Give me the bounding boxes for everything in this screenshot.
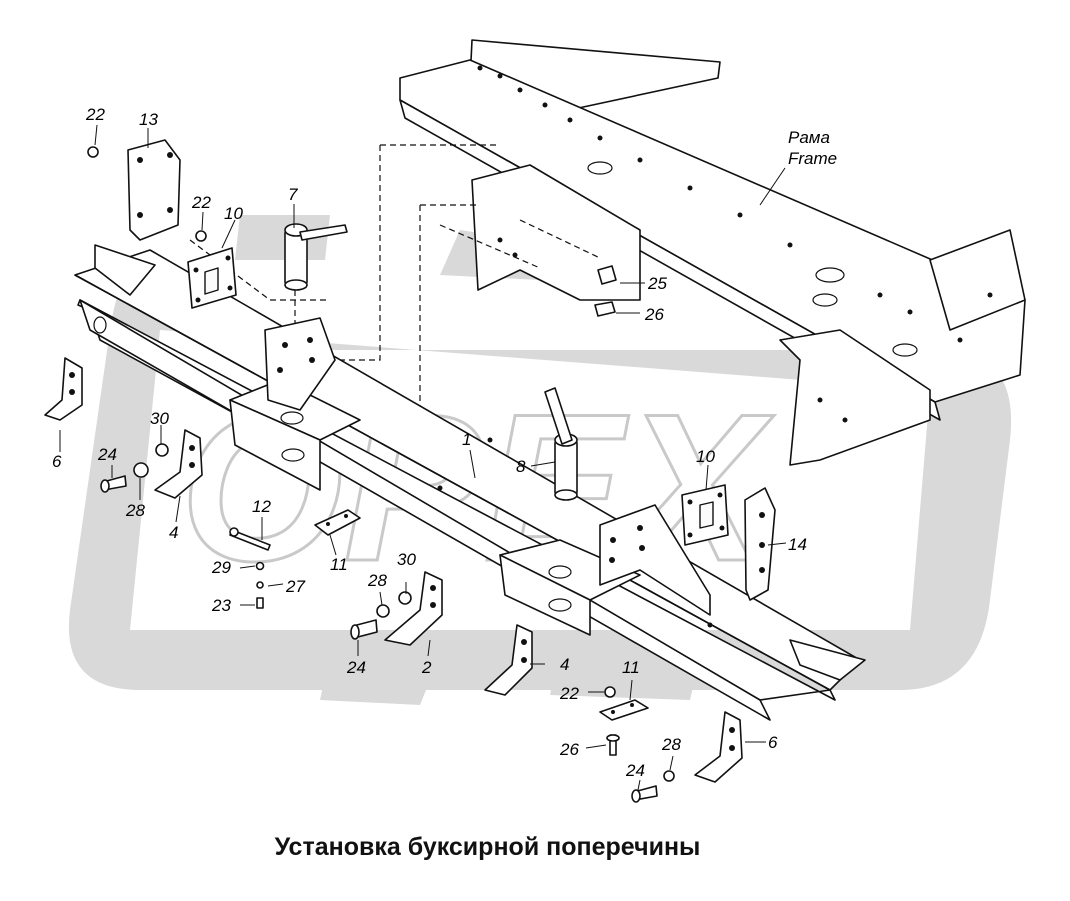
- diagram-title: Установка буксирной поперечины: [274, 833, 701, 861]
- callout-26-a: 26: [644, 305, 664, 324]
- callout-24-c: 24: [625, 761, 645, 780]
- callout-22-c: 22: [559, 684, 579, 703]
- callout-24-a: 24: [97, 445, 117, 464]
- callout-6-right: 6: [768, 733, 778, 752]
- callout-26-b: 26: [559, 740, 579, 759]
- part-10-plate-right: [681, 484, 729, 546]
- callout-13: 13: [139, 110, 158, 129]
- part-11-plate-right: [599, 699, 649, 721]
- callout-2: 2: [421, 658, 432, 677]
- frame-holes: [477, 65, 993, 423]
- callout-25: 25: [647, 274, 667, 293]
- callout-28-b: 28: [367, 571, 387, 590]
- part-12-cotter: [229, 527, 271, 551]
- left-tow-bracket: [229, 317, 361, 491]
- callout-30-b: 30: [397, 550, 416, 569]
- callout-4-right: 4: [560, 655, 569, 674]
- callout-22-a: 22: [85, 105, 105, 124]
- part-7-pin: [284, 223, 348, 291]
- callout-28-c: 28: [661, 735, 681, 754]
- callout-10-left: 10: [224, 204, 243, 223]
- callout-6-left: 6: [52, 452, 62, 471]
- callout-labels: 1 2 4 4 6 6 7 8 10 10 11 11 12 13 14 22 …: [52, 105, 837, 780]
- callout-4-left: 4: [169, 523, 178, 542]
- part-14-bracket: [744, 487, 776, 601]
- part-10-plate-left: [187, 247, 237, 309]
- right-tow-bracket: [499, 504, 711, 636]
- part-2-bracket: [384, 571, 443, 646]
- part-11-plate-left: [314, 509, 361, 536]
- callout-23: 23: [211, 596, 231, 615]
- callout-14: 14: [788, 535, 807, 554]
- part-6-bracket-left: [44, 357, 83, 421]
- vehicle-frame: [399, 39, 1026, 466]
- callout-30-a: 30: [150, 409, 169, 428]
- callout-1: 1: [462, 430, 471, 449]
- callout-28-a: 28: [125, 501, 145, 520]
- callout-24-b: 24: [346, 658, 366, 677]
- callout-7: 7: [288, 185, 298, 204]
- part-4-bracket-right: [484, 624, 533, 696]
- fasteners: [87, 146, 675, 803]
- callout-leaders: [59, 124, 787, 791]
- part-8-pin: [544, 387, 578, 501]
- callout-8: 8: [516, 457, 526, 476]
- part-6-bracket-right: [694, 711, 743, 783]
- callout-22-b: 22: [191, 193, 211, 212]
- frame-label-ru: Рама: [788, 128, 830, 147]
- part-13-bracket: [127, 139, 181, 241]
- callout-29: 29: [211, 558, 231, 577]
- callout-11-left: 11: [330, 555, 348, 574]
- part-4-bracket-left: [154, 429, 203, 499]
- callout-12: 12: [252, 497, 271, 516]
- callout-11-right: 11: [622, 658, 640, 677]
- callout-10-right: 10: [696, 447, 715, 466]
- callout-27: 27: [285, 577, 305, 596]
- frame-label-en: Frame: [788, 149, 837, 168]
